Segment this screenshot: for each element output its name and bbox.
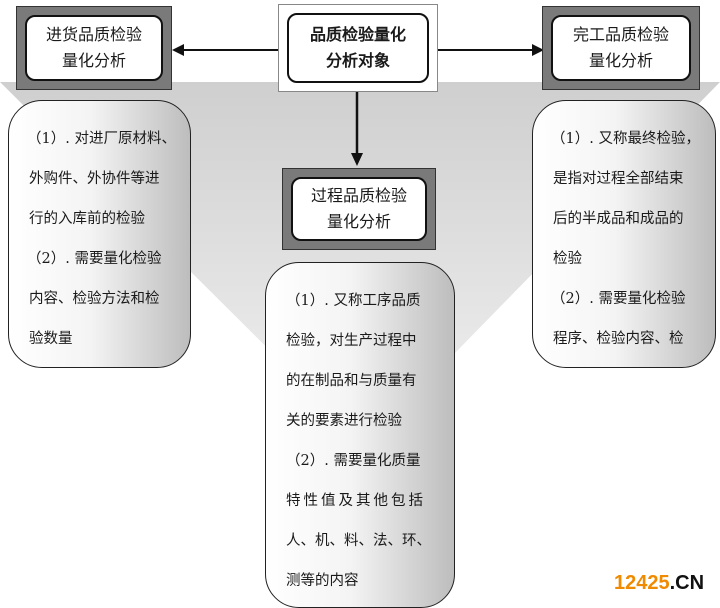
node-process-inspection: 过程品质检验 量化分析 — [282, 168, 436, 250]
node-title-line: 量化分析 — [61, 51, 126, 70]
watermark-suffix: .CN — [669, 572, 705, 594]
description-line: 关的要素进行检验 — [286, 413, 402, 429]
incoming-description-bubble: （1）. 对进厂原材料、 外购件、外协件等进 行的入库前的检验 （2）. 需要量… — [8, 100, 191, 368]
description-line: （2）. 需要量化质量 — [286, 453, 421, 469]
description-line: 后的半成品和成品的 — [553, 211, 684, 227]
description-line: 的在制品和与质量有 — [286, 373, 417, 389]
node-title-line: 分析对象 — [325, 51, 390, 70]
description-line: 特性值及其他包括 — [286, 493, 426, 509]
description-line: 测等的内容 — [286, 573, 359, 589]
description-line: 检验，对生产过程中 — [286, 333, 417, 349]
description-line: 验数量 — [29, 331, 73, 347]
description-line: 检验 — [553, 251, 582, 267]
watermark-logo: 12425.CN — [614, 572, 704, 595]
watermark-number: 12425 — [614, 572, 670, 594]
description-line: 程序、检验内容、检 — [553, 331, 684, 347]
description-line: 内容、检验方法和检 — [29, 291, 160, 307]
node-title-line: 进货品质检验 — [45, 25, 142, 44]
description-line: （1）. 对进厂原材料、 — [27, 131, 176, 147]
node-incoming-inspection: 进货品质检验 量化分析 — [16, 6, 172, 90]
description-line: 是指对过程全部结束 — [553, 171, 684, 187]
node-title-line: 过程品质检验 — [310, 186, 407, 205]
node-title-line: 品质检验量化 — [309, 25, 406, 44]
process-description-bubble: （1）. 又称工序品质 检验，对生产过程中 的在制品和与质量有 关的要素进行检验… — [265, 262, 455, 608]
description-line: 外购件、外协件等进 — [29, 171, 160, 187]
description-line: 人、机、料、法、环、 — [286, 533, 431, 549]
description-line: （2）. 需要量化检验 — [551, 291, 686, 307]
final-description-bubble: （1）. 又称最终检验， 是指对过程全部结束 后的半成品和成品的 检验 （2）.… — [532, 100, 716, 368]
node-final-inspection: 完工品质检验 量化分析 — [542, 6, 700, 90]
description-line: （1）. 又称最终检验， — [551, 131, 700, 147]
node-title-line: 量化分析 — [326, 212, 391, 231]
node-title-line: 完工品质检验 — [572, 25, 669, 44]
description-line: （2）. 需要量化检验 — [27, 251, 162, 267]
description-line: （1）. 又称工序品质 — [286, 293, 421, 309]
node-quality-inspection-object: 品质检验量化 分析对象 — [278, 4, 438, 92]
description-line: 行的入库前的检验 — [29, 211, 145, 227]
node-title-line: 量化分析 — [588, 51, 653, 70]
